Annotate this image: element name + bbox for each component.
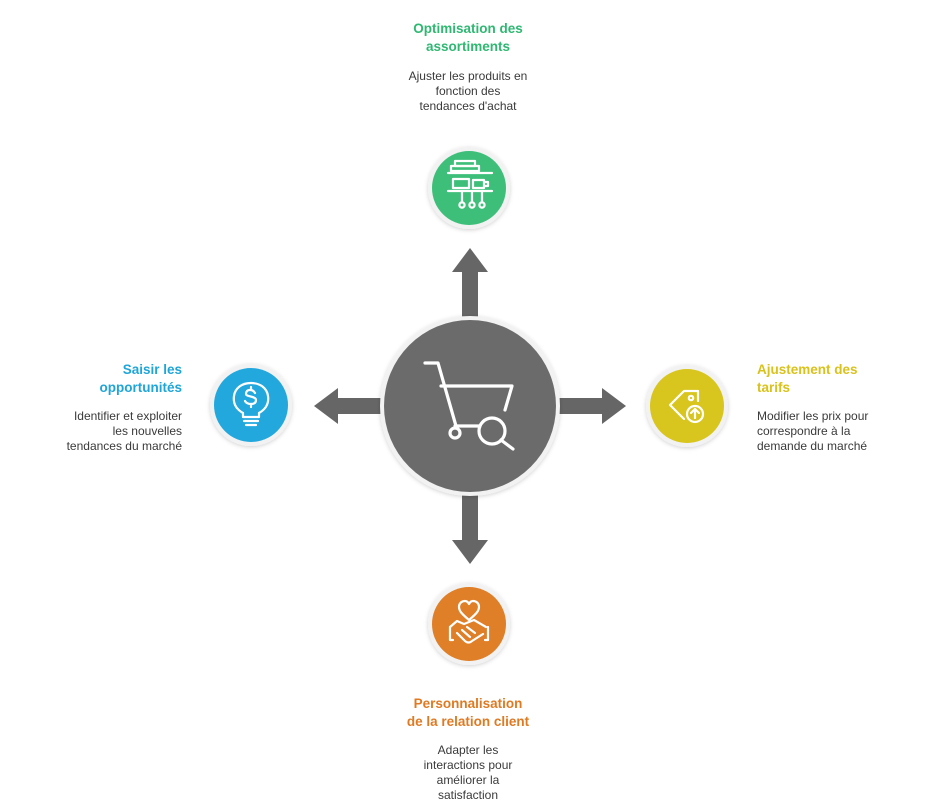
node-left-title: Saisir les opportunités bbox=[99, 362, 183, 395]
shopping-cart-search-icon bbox=[423, 361, 515, 451]
arrow-left bbox=[314, 388, 390, 424]
node-left bbox=[210, 364, 292, 446]
node-left-text: Saisir les opportunités Identifier et ex… bbox=[40, 361, 182, 454]
node-right bbox=[646, 365, 728, 447]
arrow-down bbox=[452, 488, 488, 564]
price-tag-up-icon bbox=[668, 389, 705, 424]
arrow-up bbox=[452, 248, 488, 324]
node-left-description: Identifier et exploiter les nouvelles te… bbox=[66, 409, 182, 453]
center-node bbox=[380, 316, 560, 496]
node-top bbox=[428, 147, 510, 229]
node-top-title: Optimisation des assortiments bbox=[413, 21, 523, 54]
node-right-text: Ajustement des tarifs Modifier les prix … bbox=[757, 361, 907, 454]
node-bottom-description: Adapter les interactions pour améliorer … bbox=[423, 743, 513, 802]
node-top-description: Ajuster les produits en fonction des ten… bbox=[408, 69, 528, 113]
node-right-title: Ajustement des tarifs bbox=[757, 362, 858, 395]
shelf-products-icon bbox=[446, 159, 494, 209]
node-bottom-text: Personnalisation de la relation client A… bbox=[368, 695, 568, 803]
node-bottom-title: Personnalisation de la relation client bbox=[406, 696, 530, 729]
arrow-right bbox=[550, 388, 626, 424]
node-top-text: Optimisation des assortiments Ajuster le… bbox=[368, 20, 568, 114]
node-right-description: Modifier les prix pour correspondre à la… bbox=[757, 409, 869, 453]
handshake-heart-icon bbox=[448, 599, 490, 644]
node-bottom bbox=[428, 583, 510, 665]
lightbulb-dollar-icon bbox=[232, 381, 270, 427]
